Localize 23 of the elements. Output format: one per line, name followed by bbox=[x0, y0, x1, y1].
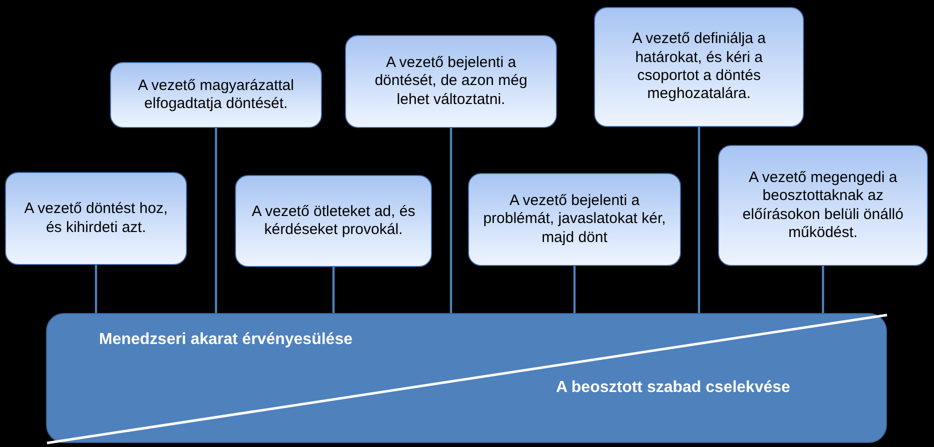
connector-line bbox=[94, 265, 98, 313]
text-box bbox=[718, 145, 928, 266]
text-box bbox=[594, 7, 804, 127]
text-box bbox=[235, 175, 432, 267]
box-text: A vezető döntést hoz, és kihirdeti azt. bbox=[23, 200, 169, 237]
text-box bbox=[5, 172, 187, 265]
box-text: A vezető definiálja a határokat, és kéri a csoportot a döntés meghozatalára. bbox=[631, 30, 767, 104]
connector-line bbox=[332, 267, 335, 313]
box-text: A vezető ötleteket ad, és kérdéseket provokál. bbox=[250, 202, 416, 240]
connector-line bbox=[822, 266, 824, 313]
box-text: A vezető bejelenti a problémát, javaslatokat kér, majd dönt bbox=[482, 192, 667, 247]
band-label: Menedzseri akarat érvényesülése bbox=[99, 331, 352, 349]
text-box bbox=[110, 62, 322, 128]
box-text: A vezető megengedi a beosztottaknak az előírásokon belüli önálló működést. bbox=[742, 168, 904, 242]
band-label: A beosztott szabad cselekvése bbox=[556, 379, 790, 397]
connector-line bbox=[573, 266, 576, 313]
text-box bbox=[345, 35, 557, 128]
connector-line bbox=[450, 128, 452, 313]
connector-line bbox=[214, 128, 218, 313]
connector-line bbox=[698, 127, 700, 313]
text-box bbox=[468, 173, 681, 266]
box-text: A vezető bejelenti a döntését, de azon még lehet változtatni. bbox=[374, 54, 528, 109]
box-text: A vezető magyarázattal elfogadtatja döntését. bbox=[137, 76, 295, 114]
